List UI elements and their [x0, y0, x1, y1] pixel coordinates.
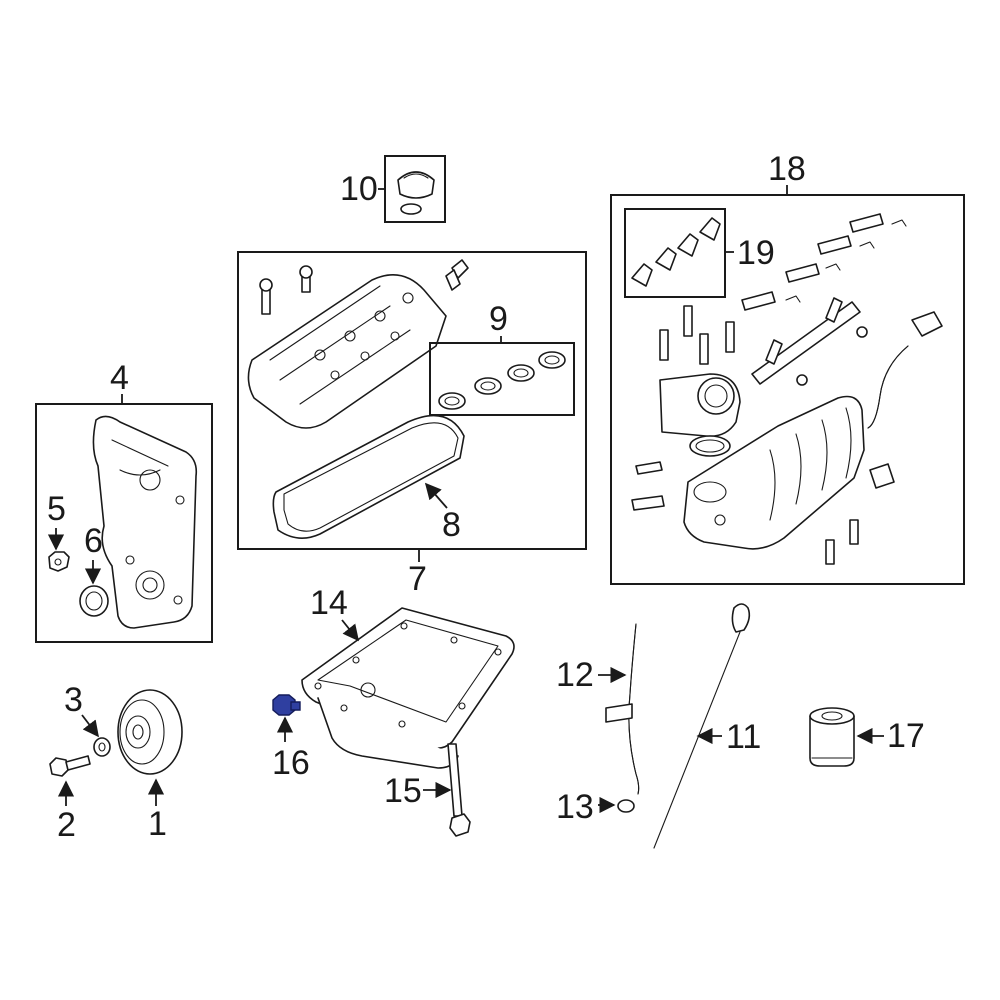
oil-pan-icon	[301, 607, 515, 769]
callout-label-8[interactable]: 8	[442, 506, 461, 544]
timing-cover-icon	[92, 415, 198, 629]
callout-label-17[interactable]: 17	[887, 717, 925, 755]
throttle-body-icon	[659, 373, 741, 438]
throttle-gasket-icon	[689, 435, 731, 457]
washer-icon	[93, 737, 111, 757]
drain-plug-group[interactable]: 16	[272, 694, 310, 782]
injector-seals-icon	[631, 217, 721, 287]
pcv-valve-icon	[445, 259, 469, 291]
callout-label-11[interactable]: 11	[726, 718, 761, 756]
callout-label-5[interactable]: 5	[47, 490, 66, 528]
callout-box-9	[429, 342, 575, 416]
callout-label-1[interactable]: 1	[148, 805, 167, 843]
oil-filter-icon	[809, 707, 855, 767]
valve-cover-group[interactable]: 9 8 7	[237, 251, 587, 598]
callout-label-7[interactable]: 7	[408, 560, 427, 598]
vacuum-hose-icon	[867, 311, 943, 429]
callout-label-14[interactable]: 14	[310, 584, 348, 622]
long-bolt-icon	[447, 743, 471, 837]
callout-label-13[interactable]: 13	[556, 788, 594, 826]
oil-filler-cap-group[interactable]: 10	[340, 155, 446, 223]
intake-manifold-icon	[683, 395, 865, 550]
intake-manifold-group[interactable]: 18 19	[610, 150, 965, 585]
callout-box-4	[35, 403, 213, 643]
crank-pulley-group[interactable]: 1 2 3	[49, 681, 183, 844]
callout-label-9[interactable]: 9	[489, 300, 508, 338]
callout-label-12[interactable]: 12	[556, 656, 594, 694]
valve-cover-icon	[247, 274, 447, 429]
fuel-rail-icon	[751, 297, 868, 386]
callout-label-18[interactable]: 18	[768, 150, 806, 188]
oil-filler-cap-icon	[397, 171, 435, 215]
callout-label-6[interactable]: 6	[84, 522, 103, 560]
callout-label-3[interactable]: 3	[64, 681, 83, 719]
o-ring-icon	[617, 799, 635, 813]
callout-label-19[interactable]: 19	[737, 234, 775, 272]
fuel-injector-icon	[741, 213, 907, 311]
nut-icon	[48, 551, 70, 572]
callout-label-10[interactable]: 10	[340, 170, 378, 208]
callout-label-15[interactable]: 15	[384, 772, 422, 810]
callout-label-2[interactable]: 2	[57, 806, 76, 844]
dipstick-tube-icon	[605, 623, 640, 795]
sensor-icon	[631, 461, 895, 565]
oil-pan-bolt-group[interactable]: 15	[384, 743, 471, 837]
callout-label-16[interactable]: 16	[272, 744, 310, 782]
stud-bolts-icon	[659, 305, 735, 365]
callout-label-4[interactable]: 4	[110, 359, 129, 397]
oil-pan-group[interactable]: 14	[301, 584, 515, 769]
spark-plug-tube-seals-icon	[438, 351, 566, 410]
valve-cover-bolt-icon	[259, 265, 313, 315]
oil-filter-group[interactable]: 17	[809, 707, 925, 767]
callout-box-7	[237, 251, 587, 550]
dipstick-group[interactable]: 11 12 13	[556, 603, 761, 849]
timing-cover-group[interactable]: 4 5 6	[35, 359, 213, 643]
drain-plug-icon	[272, 694, 301, 716]
valve-cover-gasket-icon	[272, 414, 465, 539]
front-crank-seal-icon	[79, 585, 109, 617]
callout-box-19	[624, 208, 726, 298]
crank-pulley-icon	[117, 689, 183, 775]
crank-bolt-icon	[49, 755, 91, 777]
